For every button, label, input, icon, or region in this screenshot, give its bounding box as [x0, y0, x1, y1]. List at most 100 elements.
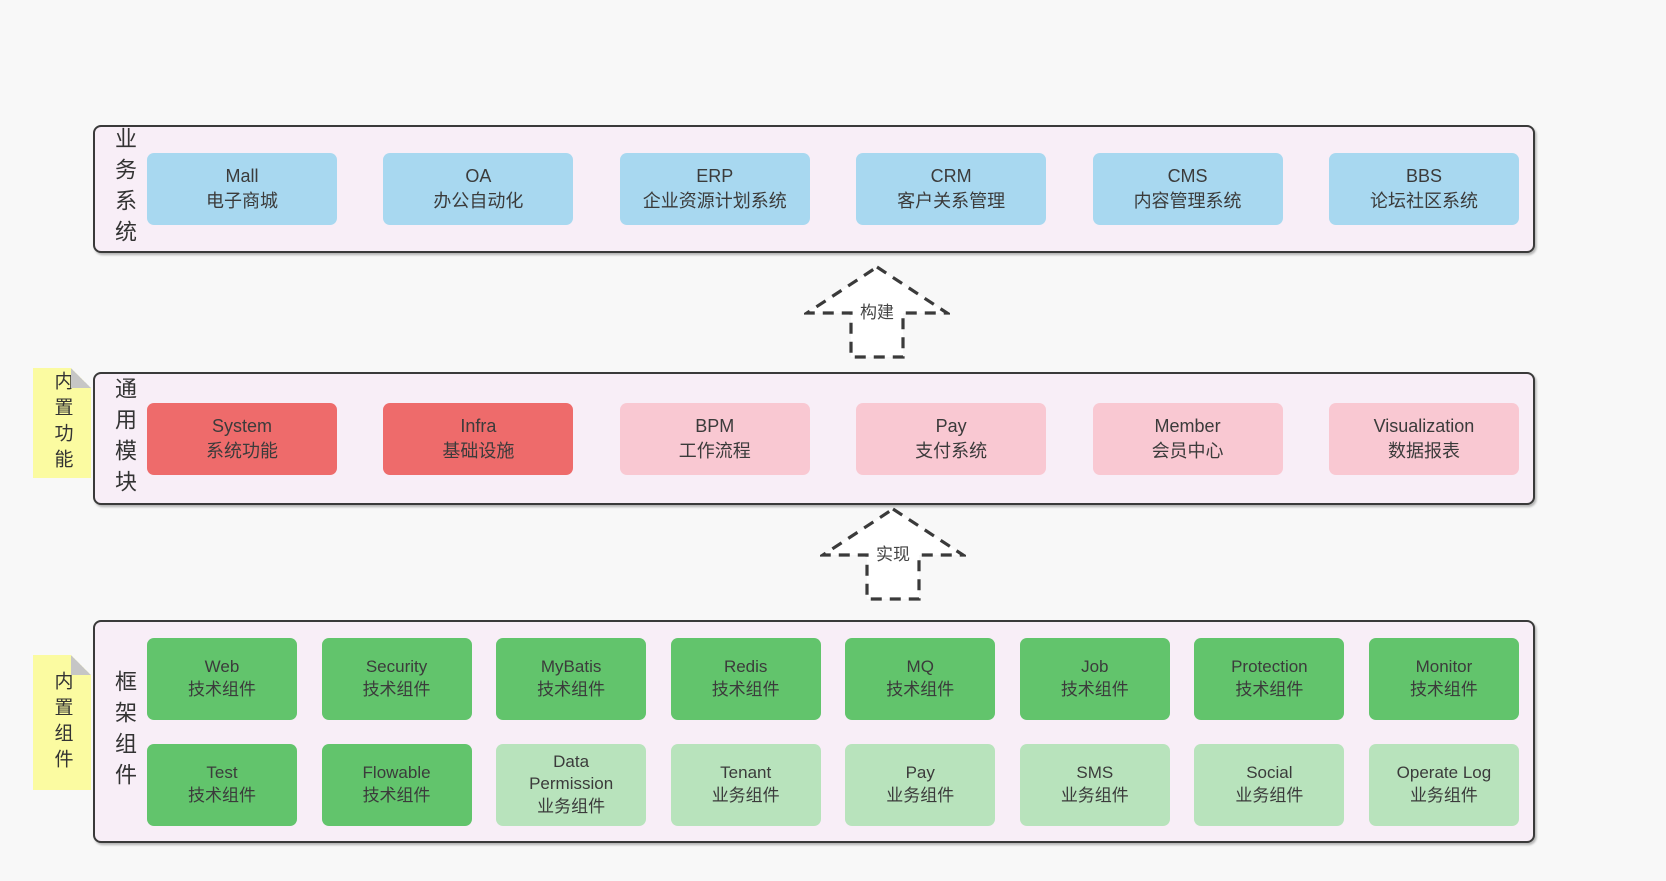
section-business-systems: 业务系统 Mall 电子商城 OA 办公自动化 ERP 企业资源计划系统 CRM 客户关系管理…: [93, 125, 1535, 253]
module-desc: 支付系统: [915, 440, 988, 461]
module-desc: 会员中心: [1151, 440, 1224, 461]
module-box-mall: Mall 电子商城: [147, 153, 337, 225]
module-name: Tenant: [720, 763, 772, 783]
module-desc: 技术组件: [711, 679, 780, 699]
module-desc: 电子商城: [206, 191, 278, 211]
sticky-note-built-in-components: 内置组件: [33, 655, 91, 790]
section-label: 通用模块: [112, 376, 137, 501]
module-name: Data Permission: [529, 752, 614, 794]
arrow-implement: 实现: [820, 506, 966, 602]
module-desc: 技术组件: [362, 785, 431, 805]
module-box-visualization: Visualization 数据报表: [1328, 402, 1519, 475]
section-common-modules: 通用模块 System 系统功能 Infra 基础设施 BPM 工作流程 Pay 支付系统 Me…: [93, 372, 1535, 505]
module-desc: 业务组件: [711, 785, 780, 805]
module-desc: 技术组件: [537, 679, 606, 699]
module-desc: 技术组件: [1409, 679, 1478, 699]
module-name: ERP: [696, 166, 734, 187]
module-desc: 客户关系管理: [897, 191, 1006, 211]
module-box-bbs: BBS 论坛社区系统: [1328, 153, 1519, 225]
module-desc: 企业资源计划系统: [642, 191, 787, 211]
sticky-label: 内置功能: [51, 371, 73, 475]
module-desc: 技术组件: [1235, 679, 1304, 699]
module-row: Mall 电子商城 OA 办公自动化 ERP 企业资源计划系统 CRM 客户关系管理 CMS 内容…: [147, 153, 1519, 225]
module-desc: 业务组件: [537, 796, 606, 816]
module-name: CMS: [1167, 166, 1208, 187]
module-name: Visualization: [1373, 415, 1475, 436]
module-name: Flowable: [362, 763, 431, 783]
module-name: MQ: [906, 657, 934, 677]
module-box-system: System 系统功能: [147, 402, 337, 475]
module-name: Test: [206, 763, 238, 783]
module-desc: 业务组件: [1060, 785, 1129, 805]
arrow-build: 构建: [804, 264, 950, 360]
module-desc: 基础设施: [442, 440, 515, 461]
module-name: Job: [1081, 657, 1109, 677]
module-row: System 系统功能 Infra 基础设施 BPM 工作流程 Pay 支付系统 Member 会…: [147, 402, 1519, 475]
module-box-bpm: BPM 工作流程: [619, 402, 810, 475]
module-desc: 办公自动化: [433, 191, 524, 211]
sticky-note-built-in-features: 内置功能: [33, 368, 91, 478]
module-desc: 工作流程: [678, 440, 751, 461]
module-name: Mall: [225, 166, 259, 187]
module-desc: 系统功能: [206, 440, 278, 461]
module-box-oa: OA 办公自动化: [383, 153, 574, 225]
module-desc: 技术组件: [188, 679, 256, 699]
sticky-label: 内置组件: [51, 670, 73, 775]
module-box-cms: CMS 内容管理系统: [1092, 153, 1283, 225]
module-name: SMS: [1076, 763, 1114, 783]
module-name: Operate Log: [1396, 763, 1492, 783]
module-desc: 业务组件: [1409, 785, 1478, 805]
module-box-member: Member 会员中心: [1092, 402, 1283, 475]
module-box-infra: Infra 基础设施: [383, 402, 574, 475]
module-desc: 业务组件: [886, 785, 955, 805]
module-name: OA: [465, 166, 492, 187]
module-name: CRM: [930, 166, 972, 187]
module-box-pay: Pay 支付系统: [856, 402, 1047, 475]
module-box-erp: ERP 企业资源计划系统: [619, 153, 810, 225]
module-name: BBS: [1405, 166, 1442, 187]
module-name: Web: [204, 657, 240, 677]
section-boxes: Mall 电子商城 OA 办公自动化 ERP 企业资源计划系统 CRM 客户关系管理 CMS 内容…: [147, 127, 1519, 251]
module-desc: 论坛社区系统: [1369, 191, 1478, 211]
section-label: 框架组件: [112, 669, 137, 794]
module-desc: 数据报表: [1387, 440, 1460, 461]
module-name: Social: [1246, 763, 1293, 783]
module-name: Member: [1154, 415, 1221, 436]
module-name: Infra: [460, 415, 497, 436]
module-name: Security: [365, 657, 428, 677]
module-desc: 技术组件: [362, 679, 431, 699]
module-desc: 业务组件: [1235, 785, 1304, 805]
module-name: Pay: [905, 763, 935, 783]
module-name: Protection: [1231, 657, 1308, 677]
section-boxes: System 系统功能 Infra 基础设施 BPM 工作流程 Pay 支付系统 Member 会…: [147, 374, 1519, 503]
module-box-crm: CRM 客户关系管理: [856, 153, 1047, 225]
module-desc: 内容管理系统: [1133, 191, 1242, 211]
module-desc: 技术组件: [886, 679, 955, 699]
module-name: Monitor: [1415, 657, 1473, 677]
module-name: Pay: [935, 415, 967, 436]
module-name: System: [211, 415, 272, 436]
module-name: BPM: [695, 415, 735, 436]
section-label: 业务系统: [112, 127, 137, 251]
module-desc: 技术组件: [188, 785, 256, 805]
arrow-label: 实现: [873, 544, 913, 567]
